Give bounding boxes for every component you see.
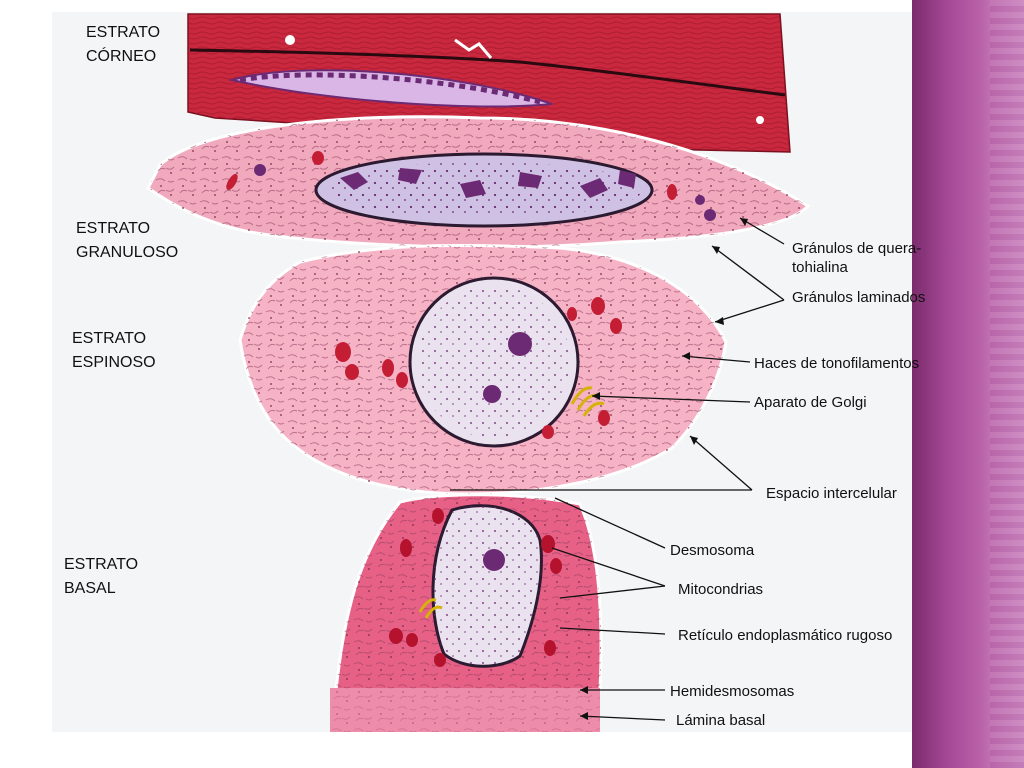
stratum-granulosum [146, 115, 811, 249]
spinosum-mitochondria [335, 297, 622, 439]
structure-labels: Gránulos de quera- tohialina Gránulos la… [670, 240, 925, 729]
leader-lines [450, 217, 785, 721]
label-basal-line1: ESTRATO [64, 556, 138, 573]
label-haces-tonofilamentos: Haces de tonofilamentos [754, 355, 919, 372]
keratohyalin-granules [254, 164, 716, 221]
basale-golgi [418, 598, 443, 619]
stratum-spinosum [238, 243, 728, 496]
label-corneo-line2: CÓRNEO [86, 46, 156, 65]
basale-mitochondria [389, 508, 562, 667]
granulosum-mitochondria [226, 151, 677, 200]
stratum-basale [330, 493, 603, 732]
label-granulos-laminados: Gránulos laminados [792, 289, 925, 306]
layer-labels: ESTRATO CÓRNEO ESTRATO GRANULOSO ESTRATO… [64, 24, 178, 597]
label-espacio-intercelular: Espacio intercelular [766, 485, 897, 502]
label-mitocondrias: Mitocondrias [678, 581, 763, 598]
corneum-keratin-line [189, 48, 786, 97]
label-granuloso-line1: ESTRATO [76, 220, 150, 237]
leader-arrowheads [580, 218, 748, 720]
label-reticulo: Retículo endoplasmático rugoso [678, 627, 892, 644]
label-desmosoma: Desmosoma [670, 542, 755, 559]
label-hemidesmosomas: Hemidesmosomas [670, 683, 794, 700]
label-espinoso-line2: ESPINOSO [72, 354, 156, 371]
decorative-side-stripe [990, 0, 1024, 768]
label-granuloso-line2: GRANULOSO [76, 244, 178, 261]
label-lamina-basal: Lámina basal [676, 712, 765, 729]
label-granulos-queratohialina-2: tohialina [792, 259, 849, 276]
corneum-nuclear-remnant [228, 69, 553, 108]
label-espinoso-line1: ESTRATO [72, 330, 146, 347]
label-aparato-golgi: Aparato de Golgi [754, 394, 867, 411]
label-basal-line2: BASAL [64, 580, 116, 597]
label-corneo-line1: ESTRATO [86, 24, 160, 41]
label-granulos-queratohialina-1: Gránulos de quera- [792, 240, 921, 257]
